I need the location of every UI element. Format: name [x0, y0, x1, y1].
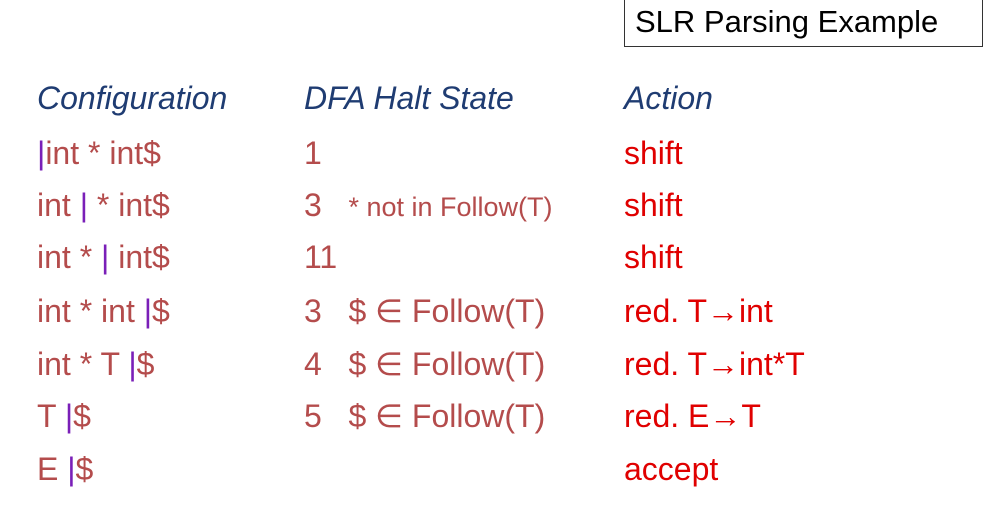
config-after: * int$ — [88, 187, 170, 223]
slide-title: SLR Parsing Example — [624, 0, 983, 47]
cursor-bar: | — [37, 135, 46, 171]
cursor-bar: | — [67, 451, 76, 487]
config-after: $ — [73, 398, 91, 434]
cursor-bar: | — [64, 398, 74, 434]
action-cell: shift — [624, 135, 683, 171]
configuration-cell: int * | int$ — [37, 232, 170, 282]
header-dfa-halt-state: DFA Halt State — [304, 80, 514, 116]
config-before: E — [37, 451, 68, 487]
header-configuration: Configuration — [37, 80, 228, 116]
action-cell: shift — [624, 239, 683, 275]
state-cell: 4 $ ∈ Follow(T) — [304, 339, 545, 389]
configuration-cell: |int * int$ — [37, 128, 161, 178]
config-after: $ — [75, 451, 94, 487]
configuration-cell: int | * int$ — [37, 180, 170, 230]
config-before: int * T — [37, 346, 129, 382]
table-row: |int * int$ 1 shift — [0, 128, 985, 178]
table-row: T |$ 5 $ ∈ Follow(T) red. E→T — [0, 391, 985, 441]
config-after: int$ — [109, 239, 170, 275]
action-cell: accept — [624, 451, 719, 487]
config-before: T — [37, 398, 65, 434]
state-number: 11 — [304, 239, 338, 275]
state-number: 5 — [304, 398, 322, 434]
table-row: int * int |$ 3 $ ∈ Follow(T) red. T→int — [0, 286, 985, 336]
configuration-cell: int * T |$ — [37, 339, 154, 389]
state-number: 3 — [304, 293, 322, 329]
configuration-cell: T |$ — [37, 391, 91, 441]
table-row: int | * int$ 3 * not in Follow(T) shift — [0, 180, 985, 230]
table-row: int * | int$ 11 shift — [0, 232, 985, 282]
action-cell: red. E→T — [624, 398, 761, 434]
config-after: int * int$ — [45, 135, 161, 171]
config-after: $ — [136, 346, 155, 382]
state-number: 4 — [304, 346, 322, 382]
state-cell: 11 — [304, 232, 337, 282]
cursor-bar: | — [79, 187, 88, 223]
config-before: int * int — [37, 293, 144, 329]
state-cell: 1 — [304, 128, 322, 178]
follow-note: $ ∈ Follow(T) — [348, 346, 546, 382]
state-cell: 3 $ ∈ Follow(T) — [304, 286, 545, 336]
config-before: int * — [37, 239, 102, 275]
state-cell: 5 $ ∈ Follow(T) — [304, 391, 545, 441]
cursor-bar: | — [143, 293, 153, 329]
table-row: E |$ accept — [0, 444, 985, 494]
state-number: 1 — [304, 135, 322, 171]
follow-note: $ ∈ Follow(T) — [348, 293, 546, 329]
state-cell: 3 * not in Follow(T) — [304, 180, 553, 232]
cursor-bar: | — [101, 239, 110, 275]
configuration-cell: E |$ — [37, 444, 93, 494]
state-number: 3 — [304, 187, 322, 223]
table-row: int * T |$ 4 $ ∈ Follow(T) red. T→int*T — [0, 339, 985, 389]
header-action: Action — [624, 80, 713, 116]
config-before: int — [37, 187, 80, 223]
follow-note: $ ∈ Follow(T) — [348, 398, 546, 434]
configuration-cell: int * int |$ — [37, 286, 170, 336]
action-cell: red. T→int*T — [624, 346, 805, 382]
action-cell: shift — [624, 187, 683, 223]
follow-note: * not in Follow(T) — [348, 192, 553, 222]
cursor-bar: | — [128, 346, 137, 382]
config-after: $ — [152, 293, 170, 329]
action-cell: red. T→int — [624, 293, 773, 329]
